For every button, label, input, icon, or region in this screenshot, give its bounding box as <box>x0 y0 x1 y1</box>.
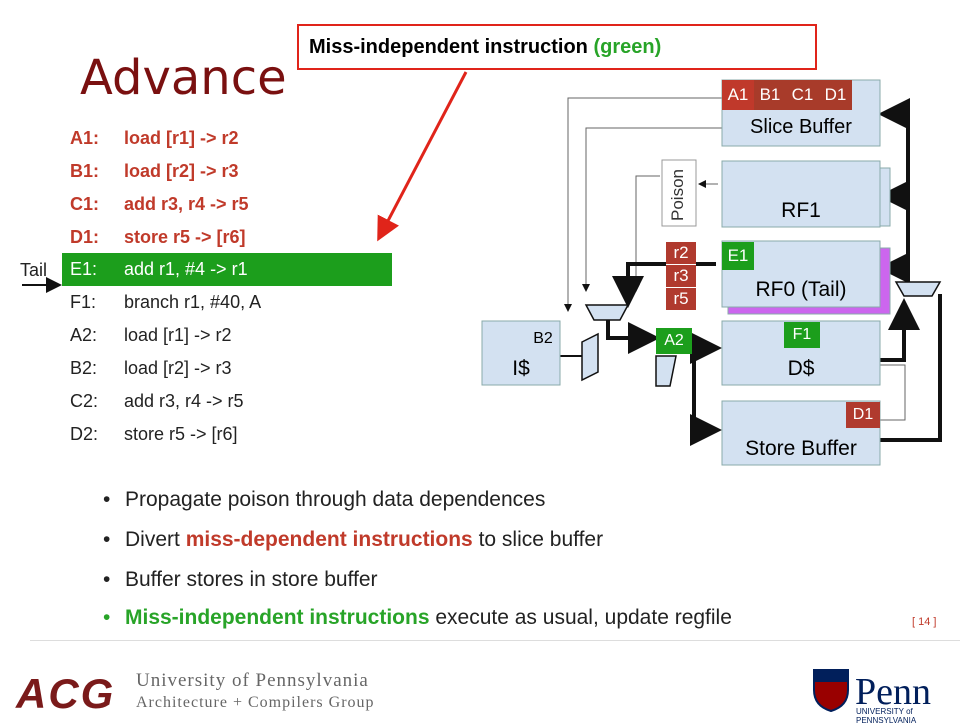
instr-label: D2: <box>70 424 99 444</box>
instr-text: branch r1, #40, A <box>124 292 262 312</box>
instr-text: add r3, r4 -> r5 <box>124 194 249 214</box>
poisoned-register-list: r2 r3 r5 <box>666 242 696 310</box>
wire-dcache-mux <box>880 298 920 362</box>
instr-text: add r3, r4 -> r5 <box>124 391 244 411</box>
wire-dcache-sb <box>880 364 906 421</box>
wire-mux-slice <box>878 98 910 286</box>
highlight-bar <box>62 253 392 286</box>
footer-divider <box>30 640 960 641</box>
wire-mux-pipe <box>606 320 660 354</box>
penn-shield-icon <box>813 669 849 712</box>
poison-label: Poison <box>668 169 687 221</box>
instr-label: C2: <box>70 391 99 411</box>
wire-pipe-sb <box>690 348 722 446</box>
instr-label: B2: <box>70 358 98 378</box>
dcache-label: D$ <box>787 357 815 380</box>
rf0-entry: E1 <box>722 242 754 270</box>
rf1-box <box>721 160 881 228</box>
bullet-text: Buffer stores in store buffer <box>125 568 378 591</box>
acg-logo: ACG <box>16 670 116 717</box>
wire-rf1 <box>582 127 722 292</box>
poison-box <box>661 159 697 227</box>
icache-entry: B2 <box>528 327 558 351</box>
bullet-text: to slice buffer <box>472 528 604 551</box>
slice-entry: C1 <box>786 80 819 110</box>
poisoned-register: r2 <box>666 242 696 265</box>
footer-university: University of Pennsylvania <box>136 670 369 691</box>
instr-text: load [r2] -> r3 <box>124 358 232 378</box>
callout-text: Miss-independent instruction <box>309 36 594 58</box>
bullet-text: execute as usual, update regfile <box>429 606 732 629</box>
bullet-emphasis: Miss-independent instructions <box>125 606 430 629</box>
instr-text: load [r1] -> r2 <box>124 128 239 148</box>
mux-right <box>894 281 942 297</box>
bullet-emphasis: miss-dependent instructions <box>185 528 473 551</box>
penn-logo-subtitle: UNIVERSITY of PENNSYLVANIA <box>856 707 917 725</box>
mux-top <box>584 304 630 321</box>
instr-label: F1: <box>70 292 97 312</box>
instr-text: load [r1] -> r2 <box>124 325 232 345</box>
slice-entry: B1 <box>754 80 786 110</box>
bullet-item: •Miss-independent instructions execute a… <box>103 606 732 629</box>
instr-label: A1: <box>70 128 100 148</box>
slice-entry: D1 <box>819 80 852 110</box>
bullet-text: Propagate poison through data dependence… <box>125 488 546 511</box>
footer-group: Architecture + Compilers Group <box>136 694 375 711</box>
slice-buffer-entries: A1 B1 C1 D1 <box>722 80 852 110</box>
poisoned-register: r3 <box>666 265 696 288</box>
mux-icache <box>581 332 599 382</box>
pipe-entry: A2 <box>656 328 692 354</box>
instr-text: load [r2] -> r3 <box>124 161 239 181</box>
penn-logo-text: Penn <box>855 671 931 713</box>
store-buffer-label: Store Buffer <box>745 437 857 460</box>
bullet-item: •Divert miss-dependent instructions to s… <box>103 528 604 551</box>
poisoned-register: r5 <box>666 288 696 310</box>
bullet-item: •Buffer stores in store buffer <box>103 568 378 591</box>
instr-text: store r5 -> [r6] <box>124 227 246 247</box>
instr-label: A2: <box>70 325 98 345</box>
bullet-item: •Propagate poison through data dependenc… <box>103 488 546 511</box>
store-buffer-entry: D1 <box>846 402 880 428</box>
slice-buffer-label: Slice Buffer <box>750 116 852 138</box>
callout-arrow <box>377 71 468 242</box>
wire-sb-mux <box>880 294 942 442</box>
rf0-label: RF0 (Tail) <box>755 278 847 301</box>
rf1-label: RF1 <box>781 199 821 222</box>
dcache-entry: F1 <box>784 322 820 348</box>
callout-box: Miss-independent instruction (green) <box>297 24 817 70</box>
page-number: [ 14 ] <box>912 616 937 628</box>
tail-label: Tail <box>20 260 48 280</box>
wire-slice <box>564 97 722 312</box>
instr-label: E1: <box>70 259 98 279</box>
bullet-text: Divert <box>125 528 186 551</box>
callout-emphasis: (green) <box>593 36 662 58</box>
slide-title: Advance <box>80 50 287 106</box>
instr-label: C1: <box>70 194 100 214</box>
instr-label: D1: <box>70 227 100 247</box>
wire-poison-mux <box>632 175 660 292</box>
pipe-latch <box>655 355 677 387</box>
instr-label: B1: <box>70 161 100 181</box>
slice-entry: A1 <box>722 80 754 110</box>
icache-label: I$ <box>512 357 530 380</box>
instr-text: add r1, #4 -> r1 <box>124 259 248 279</box>
instr-text: store r5 -> [r6] <box>124 424 238 444</box>
